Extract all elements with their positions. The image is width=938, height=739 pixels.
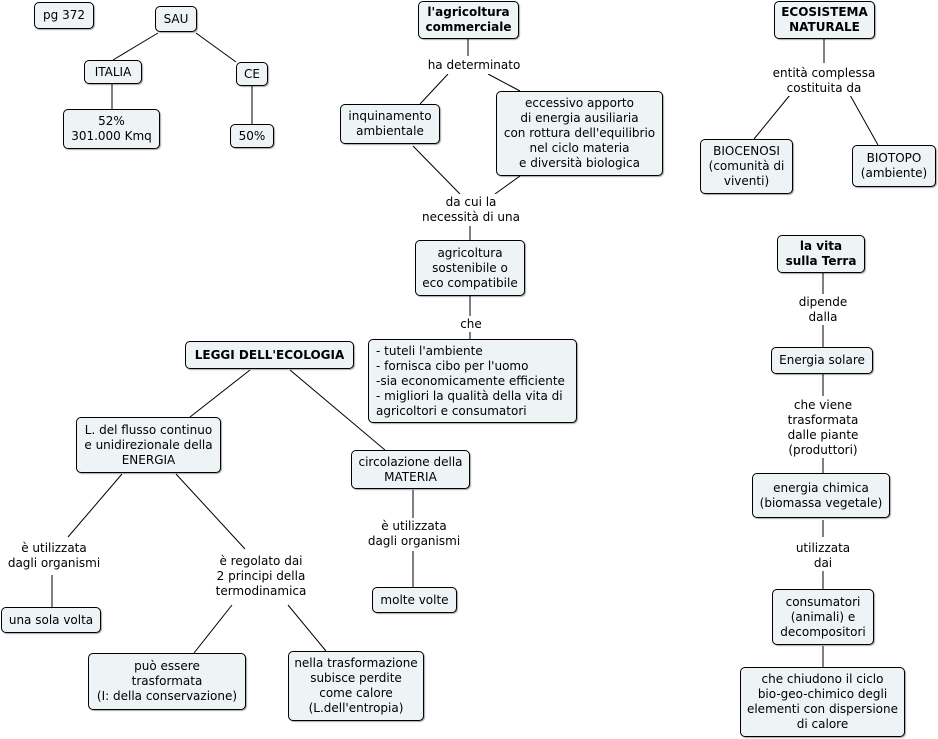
circolazione-materia-node: circolazione della MATERIA xyxy=(351,450,470,489)
label-ha-determinato: ha determinato xyxy=(424,57,524,74)
ecosistema-node: ECOSISTEMA NATURALE xyxy=(774,1,875,39)
entropia-node: nella trasformazione subisce perdite com… xyxy=(288,651,424,721)
link-label-eccessivo xyxy=(487,73,521,92)
link-eccessivo-dacui xyxy=(494,175,521,195)
biotopo-node: BIOTOPO (ambiente) xyxy=(852,145,936,187)
link-sau-italia xyxy=(112,32,159,61)
ce-node: CE xyxy=(236,62,268,86)
link-inquinamento-dacui xyxy=(412,145,461,195)
link-leggi-circolazione xyxy=(289,369,386,451)
page-ref-node: pg 372 xyxy=(34,2,94,29)
leggi-ecologia-node: LEGGI DELL'ECOLOGIA xyxy=(185,341,354,369)
energia-chimica-node: energia chimica (biomassa vegetale) xyxy=(752,473,890,518)
flusso-energia-node: L. del flusso continuo e unidirezionale … xyxy=(76,417,221,473)
ce-value-node: 50% xyxy=(230,124,274,148)
label-che-viene: che viene trasformata dalle piante (prod… xyxy=(780,397,866,458)
link-label-biocenosi xyxy=(753,94,791,140)
link-label-inquinamento xyxy=(419,73,449,105)
energia-solare-node: Energia solare xyxy=(771,347,873,374)
biocenosi-node: BIOCENOSI (comunità di viventi) xyxy=(700,139,793,194)
link-label-biotopo xyxy=(849,94,879,146)
ciclo-node: che chiudono il ciclo bio-geo-chimico de… xyxy=(740,667,905,737)
obiettivi-node: - tuteli l'ambiente - fornisca cibo per … xyxy=(368,339,577,423)
label-regolato: è regolato dai 2 principi della termodin… xyxy=(206,553,316,599)
agricoltura-sostenibile-node: agricoltura sostenibile o eco compatibil… xyxy=(415,240,525,296)
molte-volte-node: molte volte xyxy=(372,587,457,613)
link-leggi-flusso xyxy=(189,369,251,418)
link-sau-ce xyxy=(195,32,237,63)
label-utilizzata-dai: utilizzata dai xyxy=(790,540,856,571)
agricoltura-commerciale-node: l'agricoltura commerciale xyxy=(418,1,519,39)
link-regolato-conservazione xyxy=(193,604,233,654)
italia-node: ITALIA xyxy=(84,60,142,84)
eccessivo-apporto-node: eccessivo apporto di energia ausiliaria … xyxy=(496,91,663,176)
link-flusso-utilizzata xyxy=(67,473,123,538)
sau-node: SAU xyxy=(155,6,197,32)
inquinamento-node: inquinamento ambientale xyxy=(340,104,440,144)
label-utilizzata-organismi-2: è utilizzata dagli organismi xyxy=(362,518,466,549)
una-sola-volta-node: una sola volta xyxy=(1,607,101,633)
label-dipende: dipende dalla xyxy=(792,294,854,325)
link-flusso-regolato xyxy=(175,473,246,550)
conservazione-node: può essere trasformata (I: della conserv… xyxy=(88,653,246,710)
link-regolato-entropia xyxy=(287,604,327,652)
label-utilizzata-organismi-1: è utilizzata dagli organismi xyxy=(2,540,106,571)
label-da-cui: da cui la necessità di una xyxy=(416,194,526,226)
label-che: che xyxy=(455,316,487,332)
consumatori-node: consumatori (animali) e decompositori xyxy=(772,589,874,645)
vita-terra-node: la vita sulla Terra xyxy=(777,235,865,273)
italia-value-node: 52% 301.000 Kmq xyxy=(63,109,160,149)
label-entita: entità complessa costituita da xyxy=(768,65,880,96)
